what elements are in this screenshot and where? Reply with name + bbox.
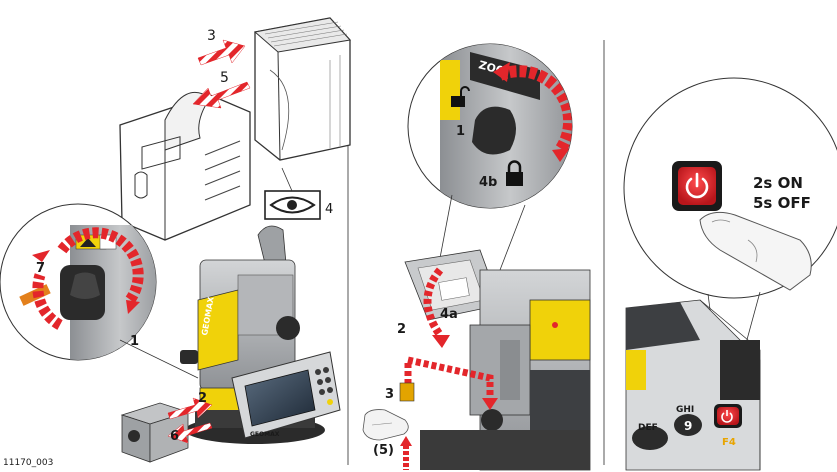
lock-icon: [506, 160, 523, 186]
sd-card-slot: [120, 402, 190, 463]
callout-5-middle: (5): [373, 443, 394, 458]
panel-right: 2s ON 5s OFF DEF GHI 9 F4: [623, 77, 837, 471]
key-def[interactable]: [632, 426, 668, 450]
controller-brand: GEOMAX: [250, 431, 280, 438]
arrow-3-middle: [404, 355, 498, 410]
controller-closeup: DEF GHI 9 F4: [625, 299, 761, 471]
callout-2-middle: 2: [397, 322, 406, 337]
arrow-6: [167, 422, 213, 444]
callout-1: 1: [130, 334, 139, 349]
callout-6: 6: [170, 429, 179, 444]
eye-icon: [264, 167, 321, 220]
callout-5: 5: [220, 70, 229, 86]
power-on-text: 2s ON: [753, 174, 803, 192]
callout-1-middle: 1: [456, 124, 465, 139]
arrow-2-middle: [423, 267, 450, 348]
arrow-5: [192, 81, 251, 109]
finger-right: [699, 211, 812, 291]
finger-middle: [362, 409, 409, 441]
callout-4b: 4b: [479, 175, 497, 190]
callout-3-middle: 3: [385, 387, 394, 402]
battery-compartment: [119, 91, 251, 241]
callout-4: 4: [325, 202, 333, 217]
key-def-label: DEF: [638, 423, 658, 433]
unlock-icon: [451, 86, 470, 107]
sd-card: [399, 382, 415, 402]
battery: [253, 17, 351, 161]
figure-id: 11170_003: [3, 458, 53, 468]
power-icon: [685, 172, 709, 199]
total-station-middle: [420, 269, 591, 471]
knob-zoom-circle: [0, 203, 157, 361]
power-off-text: 5s OFF: [753, 194, 811, 212]
power-button-zoom-circle: 2s ON 5s OFF: [623, 77, 837, 299]
callout-4a: 4a: [440, 307, 458, 322]
arrow-2: [167, 397, 213, 420]
key-ghi-label: GHI: [676, 405, 694, 415]
key-9[interactable]: [674, 414, 702, 436]
key-f4-label: F4: [722, 437, 736, 448]
callout-7: 7: [36, 261, 45, 276]
panel-left: 4 3 5 7: [0, 17, 351, 468]
arrow-3: [197, 39, 246, 66]
callout-3: 3: [207, 28, 216, 44]
knob-zoom-circle-middle: ZOO: [407, 43, 573, 209]
arrow-5-middle: [400, 436, 412, 470]
power-icon-small: [721, 412, 733, 423]
callout-2: 2: [198, 391, 207, 406]
panel-middle: ZOO 1 4b: [362, 43, 591, 471]
key-9-label: 9: [684, 419, 692, 433]
controller: GEOMAX: [231, 351, 341, 439]
